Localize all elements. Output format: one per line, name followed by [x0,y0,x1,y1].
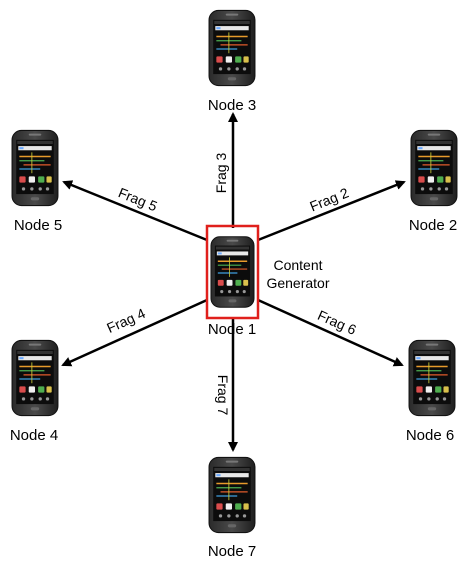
node-1[interactable]: Node 1 [205,224,260,338]
edge-label-frag-2: Frag 2 [307,184,351,214]
node-5[interactable]: Node 5 [11,129,62,234]
node-2[interactable]: Node 2 [409,129,458,234]
caption-line-1: Content [273,257,322,273]
edge-arrow-frag-6 [257,298,404,367]
edge-arrow-frag-4 [61,298,208,367]
edge-arrow-frag-2 [257,180,406,242]
smartphone-icon [11,339,59,417]
edge-label-frag-6: Frag 6 [315,307,359,338]
caption-line-2: Generator [266,275,329,291]
content-generator-caption: Content Generator [266,257,329,291]
node-label: Node 5 [14,217,62,234]
smartphone-icon [210,235,255,309]
node-7[interactable]: Node 7 [208,456,256,560]
edge-label-frag-7: Frag 7 [215,375,231,416]
node-4[interactable]: Node 4 [10,339,59,444]
node-label: Node 2 [409,217,457,234]
edge-arrow-frag-5 [62,180,208,242]
edge-layer [61,112,406,452]
edge-label-frag-4: Frag 4 [104,305,148,336]
node-6[interactable]: Node 6 [406,339,456,444]
node-label: Node 1 [208,321,256,338]
smartphone-icon [408,339,456,417]
node-label: Node 4 [10,427,58,444]
smartphone-icon [208,9,256,87]
smartphone-icon [11,129,59,207]
node-label: Node 7 [208,543,256,560]
node-label: Node 6 [406,427,454,444]
smartphone-icon [410,129,458,207]
edge-label-frag-5: Frag 5 [116,184,160,214]
content-generator-highlight [205,224,260,320]
smartphone-icon [208,456,256,534]
node-label: Node 3 [208,97,256,114]
edge-label-frag-3: Frag 3 [213,153,229,194]
node-3[interactable]: Node 3 [208,9,256,114]
